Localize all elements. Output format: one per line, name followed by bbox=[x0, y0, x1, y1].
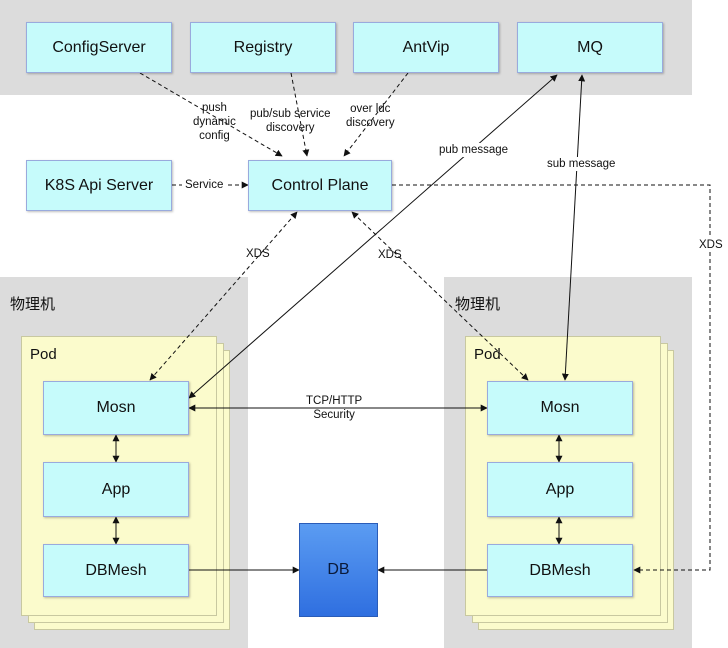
mq-node: MQ bbox=[517, 22, 663, 73]
sub-message-label: sub message bbox=[545, 157, 618, 171]
pub-message bbox=[188, 74, 558, 399]
configserver-node: ConfigServer bbox=[26, 22, 172, 73]
db-node: DB bbox=[299, 523, 378, 617]
control-plane-node: Control Plane bbox=[248, 160, 392, 211]
left-pod-label: Pod bbox=[30, 346, 57, 363]
right-mosn-node: Mosn bbox=[487, 381, 633, 435]
tcp-http-security-label: TCP/HTTP Security bbox=[306, 395, 363, 421]
service-label: Service bbox=[182, 178, 227, 192]
pub-message-label: pub message bbox=[437, 143, 511, 157]
over-ldc-label: over ldc discovery bbox=[346, 103, 395, 129]
push-config-label: push dynamic config bbox=[193, 102, 236, 142]
left-machine-title: 物理机 bbox=[10, 296, 56, 313]
antvip-node: AntVip bbox=[353, 22, 499, 73]
left-app-node: App bbox=[43, 462, 189, 517]
sub-message bbox=[561, 74, 586, 381]
xds-dbmesh-label: XDS bbox=[698, 238, 724, 252]
left-dbmesh-node: DBMesh bbox=[43, 544, 189, 597]
xds-left-label: XDS bbox=[246, 248, 270, 260]
k8s-api-server-node: K8S Api Server bbox=[26, 160, 172, 211]
xds-right bbox=[351, 211, 529, 381]
left-mosn-node: Mosn bbox=[43, 381, 189, 435]
pubsub-discovery-label: pub/sub service discovery bbox=[250, 108, 331, 134]
right-dbmesh-node: DBMesh bbox=[487, 544, 633, 597]
right-app-node: App bbox=[487, 462, 633, 517]
xds-left bbox=[149, 211, 298, 381]
xds-right-label: XDS bbox=[378, 249, 402, 261]
registry-node: Registry bbox=[190, 22, 336, 73]
